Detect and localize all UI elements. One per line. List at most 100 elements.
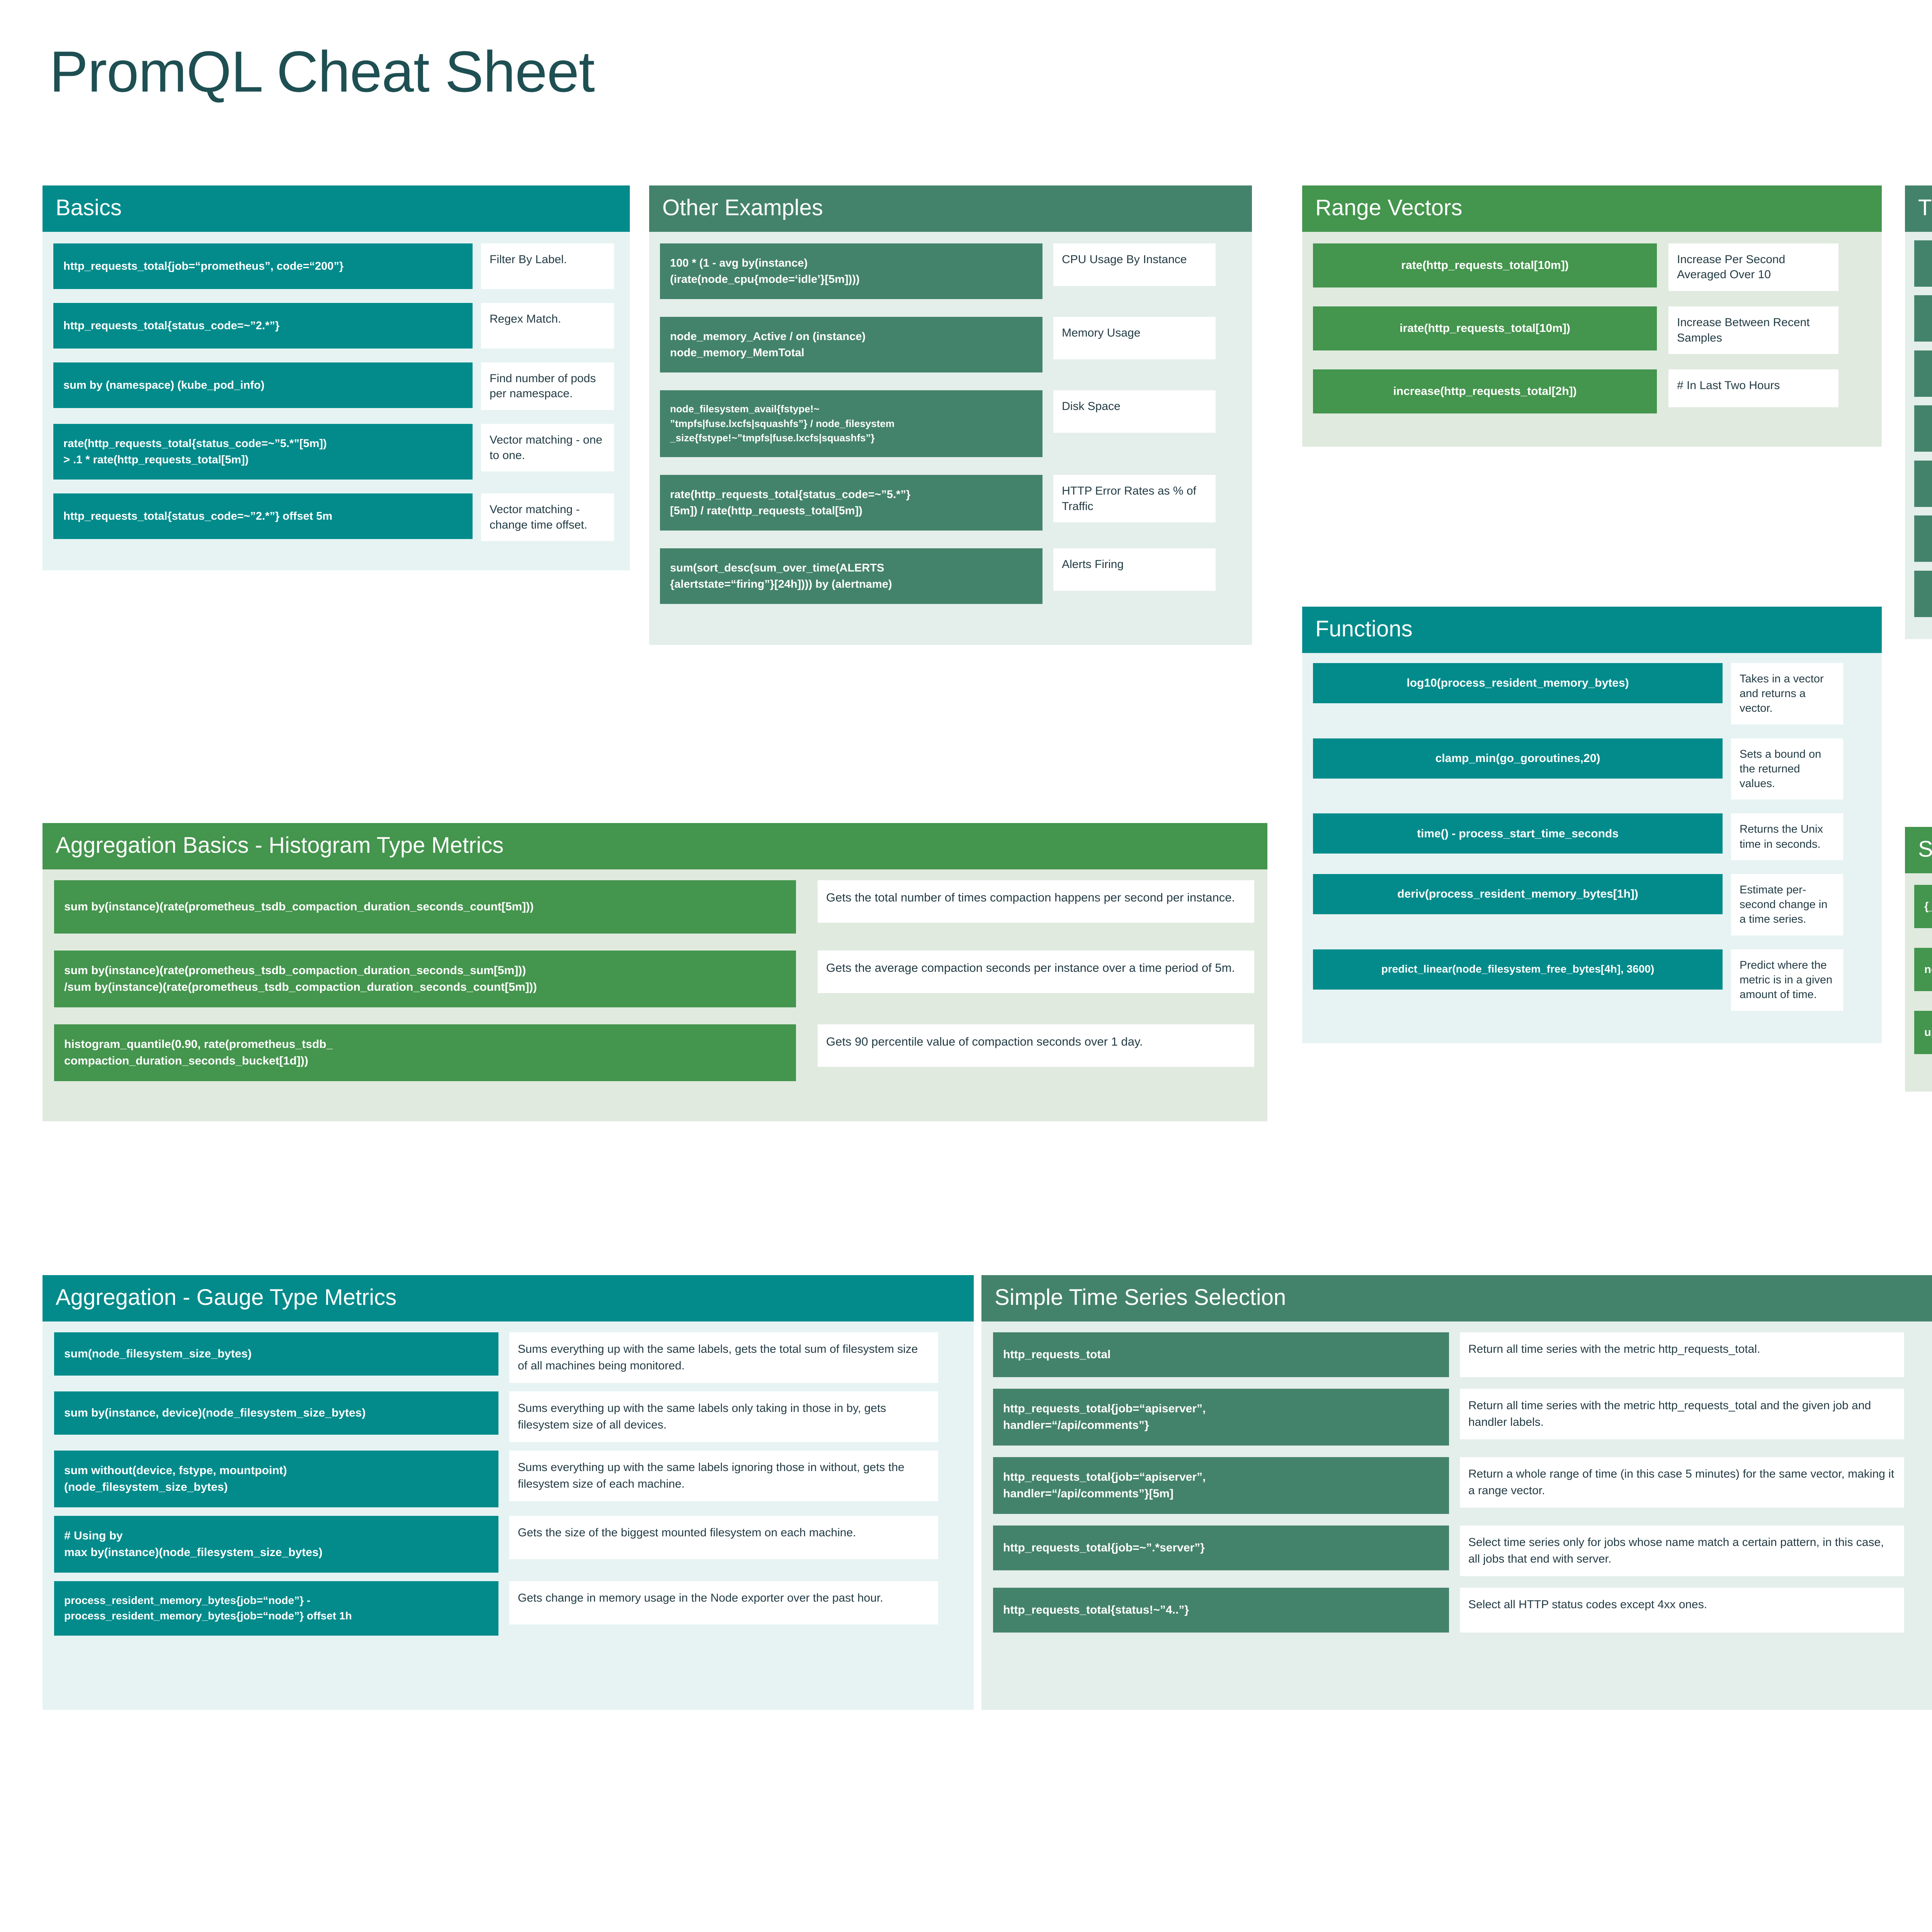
query-description: Select all HTTP status codes except 4xx … (1460, 1587, 1904, 1633)
query-code[interactable]: process_resident_memory_bytes{job=“node”… (54, 1581, 498, 1636)
cheat-row: sum by(instance)(rate(prometheus_tsdb_co… (54, 950, 1256, 1007)
query-code[interactable]: 100 * (1 - avg by(instance) (irate(node_… (660, 243, 1043, 299)
cheat-row: up offset 10m Return everything from the… (1914, 1011, 1932, 1058)
duration-unit[interactable]: y (1914, 570, 1932, 617)
cheat-row: rate(http_requests_total{status_code=~”5… (53, 423, 619, 480)
page-title: PromQL Cheat Sheet (49, 39, 595, 104)
section-title-functions: Functions (1302, 607, 1882, 653)
section-body-time-duration: m s Adding a number prior to this unit sp… (1905, 231, 1932, 639)
duration-unit[interactable]: d (1914, 460, 1932, 507)
cheat-row: sum without(device, fstype, mountpoint) … (54, 1450, 962, 1507)
query-description: Vector matching - one to one. (481, 423, 614, 472)
section-range-vectors: Range Vectors rate(http_requests_total[1… (1302, 185, 1882, 447)
query-description: Disk Space (1053, 390, 1216, 433)
query-description: Alerts Firing (1053, 548, 1216, 591)
query-description: Gets the average compaction seconds per … (818, 950, 1254, 993)
query-code[interactable]: histogram_quantile(0.90, rate(prometheus… (54, 1024, 796, 1081)
section-aggregation-gauge: Aggregation - Gauge Type Metrics sum(nod… (43, 1275, 974, 1710)
query-code[interactable]: http_requests_total{job=“apiserver”, han… (993, 1388, 1449, 1446)
query-code[interactable]: {__name__=“node_cpu_seconds_total”} (1914, 884, 1932, 928)
query-code[interactable]: sum without(device, fstype, mountpoint) … (54, 1450, 498, 1507)
cheat-row: 100 * (1 - avg by(instance) (irate(node_… (660, 243, 1241, 299)
section-other-examples: Other Examples 100 * (1 - avg by(instanc… (649, 185, 1252, 645)
query-code[interactable]: node_filesystem_avail{fstype!~ ”tmpfs|fu… (660, 390, 1043, 457)
section-body-functions: log10(process_resident_memory_bytes) Tak… (1302, 653, 1882, 1043)
query-code[interactable]: deriv(process_resident_memory_bytes[1h]) (1313, 874, 1723, 914)
cheat-row: y Adding a number prior to this unit spe… (1914, 570, 1932, 617)
section-body-time-series-selection: http_requests_total Return all time seri… (981, 1321, 1932, 1710)
query-code[interactable]: node_memory_Active / on (instance) node_… (660, 316, 1043, 372)
query-code[interactable]: sum by (namespace) (kube_pod_info) (53, 362, 473, 408)
query-code[interactable]: # Using by max by(instance)(node_filesys… (54, 1515, 498, 1573)
cheat-row: node_memory_Active / on (instance) node_… (660, 316, 1241, 372)
query-description: Memory Usage (1053, 316, 1216, 359)
cheat-row: predict_linear(node_filesystem_free_byte… (1313, 949, 1871, 1011)
cheat-row: deriv(process_resident_memory_bytes[1h])… (1313, 874, 1871, 935)
cheat-row: http_requests_total Return all time seri… (993, 1332, 1920, 1377)
cheat-row: node_cpu_seconds_total[5m] A vector sele… (1914, 947, 1932, 995)
query-code[interactable]: irate(http_requests_total[10m]) (1313, 306, 1657, 350)
query-code[interactable]: rate(http_requests_total[10m]) (1313, 243, 1657, 287)
query-code[interactable]: http_requests_total{status!~”4..”} (993, 1587, 1449, 1633)
query-description: Return a whole range of time (in this ca… (1460, 1457, 1904, 1508)
cheat-row: irate(http_requests_total[10m]) Increase… (1313, 306, 1871, 354)
duration-unit[interactable]: w (1914, 515, 1932, 562)
query-code[interactable]: increase(http_requests_total[2h]) (1313, 369, 1657, 414)
query-code[interactable]: http_requests_total{job=~”.*server”} (993, 1525, 1449, 1570)
section-title-time-duration: Time Duration Examples (1905, 185, 1932, 232)
cheat-row: process_resident_memory_bytes{job=“node”… (54, 1581, 962, 1636)
query-code[interactable]: http_requests_total{job=“apiserver”, han… (993, 1457, 1449, 1514)
cheat-row: sum by(instance, device)(node_filesystem… (54, 1391, 962, 1442)
duration-unit[interactable]: s (1914, 295, 1932, 342)
query-description: Gets the size of the biggest mounted fil… (509, 1515, 938, 1559)
query-description: Estimate per-second change in a time ser… (1731, 874, 1843, 935)
query-code[interactable]: http_requests_total{status_code=~”2.*”} … (53, 493, 473, 539)
query-description: Returns the Unix time in seconds. (1731, 813, 1843, 860)
duration-unit[interactable]: ms (1914, 240, 1932, 287)
query-code[interactable]: sum(node_filesystem_size_bytes) (54, 1332, 498, 1376)
query-code[interactable]: clamp_min(go_goroutines,20) (1313, 738, 1723, 779)
cheat-row: time() - process_start_time_seconds Retu… (1313, 813, 1871, 860)
cheat-row: s Adding a number prior to this unit spe… (1914, 295, 1932, 342)
query-code[interactable]: time() - process_start_time_seconds (1313, 813, 1723, 854)
section-title-range-vectors: Range Vectors (1302, 185, 1882, 232)
cheat-row: {__name__=“node_cpu_seconds_total”} Show… (1914, 884, 1932, 932)
query-description: Select time series only for jobs whose n… (1460, 1525, 1904, 1576)
query-code[interactable]: up offset 10m (1914, 1011, 1932, 1054)
query-description: Return all time series with the metric h… (1460, 1388, 1904, 1439)
query-code[interactable]: log10(process_resident_memory_bytes) (1313, 663, 1723, 703)
query-description: # In Last Two Hours (1668, 369, 1838, 408)
section-time-duration-examples: Time Duration Examples m s Adding a numbe… (1905, 185, 1932, 639)
query-description: HTTP Error Rates as % of Traffic (1053, 475, 1216, 523)
section-basics: Basics http_requests_total{job=“promethe… (43, 185, 630, 571)
query-code[interactable]: rate(http_requests_total{status_code=~”5… (660, 475, 1043, 531)
query-code[interactable]: predict_linear(node_filesystem_free_byte… (1313, 949, 1723, 990)
cheat-row: sum(node_filesystem_size_bytes) Sums eve… (54, 1332, 962, 1383)
cheat-row: http_requests_total{job=“apiserver”, han… (993, 1457, 1920, 1514)
query-code[interactable]: sum(sort_desc(sum_over_time(ALERTS {aler… (660, 548, 1043, 604)
cheat-row: # Using by max by(instance)(node_filesys… (54, 1515, 962, 1573)
query-code[interactable]: sum by(instance)(rate(prometheus_tsdb_co… (54, 950, 796, 1007)
cheat-row: node_filesystem_avail{fstype!~ ”tmpfs|fu… (660, 390, 1241, 457)
duration-unit[interactable]: h (1914, 405, 1932, 452)
query-code[interactable]: http_requests_total (993, 1332, 1449, 1377)
query-code[interactable]: http_requests_total{job=“prometheus”, co… (53, 243, 473, 289)
cheat-row: histogram_quantile(0.90, rate(prometheus… (54, 1024, 1256, 1081)
query-code[interactable]: node_cpu_seconds_total[5m] (1914, 947, 1932, 991)
query-description: Vector matching - change time offset. (481, 493, 614, 541)
cheat-row: d Adding a number prior to this unit spe… (1914, 460, 1932, 507)
section-body-basics: http_requests_total{job=“prometheus”, co… (43, 231, 630, 571)
query-description: Sums everything up with the same labels … (509, 1391, 938, 1442)
cheat-row: increase(http_requests_total[2h]) # In L… (1313, 369, 1871, 414)
query-code[interactable]: sum by(instance, device)(node_filesystem… (54, 1391, 498, 1435)
cheat-row: http_requests_total{status!~”4..”} Selec… (993, 1587, 1920, 1633)
cheat-row: clamp_min(go_goroutines,20) Sets a bound… (1313, 738, 1871, 800)
duration-unit[interactable]: m (1914, 350, 1932, 397)
query-description: Takes in a vector and returns a vector. (1731, 663, 1843, 724)
query-code[interactable]: http_requests_total{status_code=~”2.*”} (53, 303, 473, 349)
query-description: Gets change in memory usage in the Node … (509, 1581, 938, 1624)
query-code[interactable]: sum by(instance)(rate(prometheus_tsdb_co… (54, 880, 796, 934)
query-code[interactable]: rate(http_requests_total{status_code=~”5… (53, 423, 473, 480)
query-description: Increase Between Recent Samples (1668, 306, 1838, 354)
section-time-series-selection: Simple Time Series Selection http_reques… (981, 1275, 1932, 1710)
